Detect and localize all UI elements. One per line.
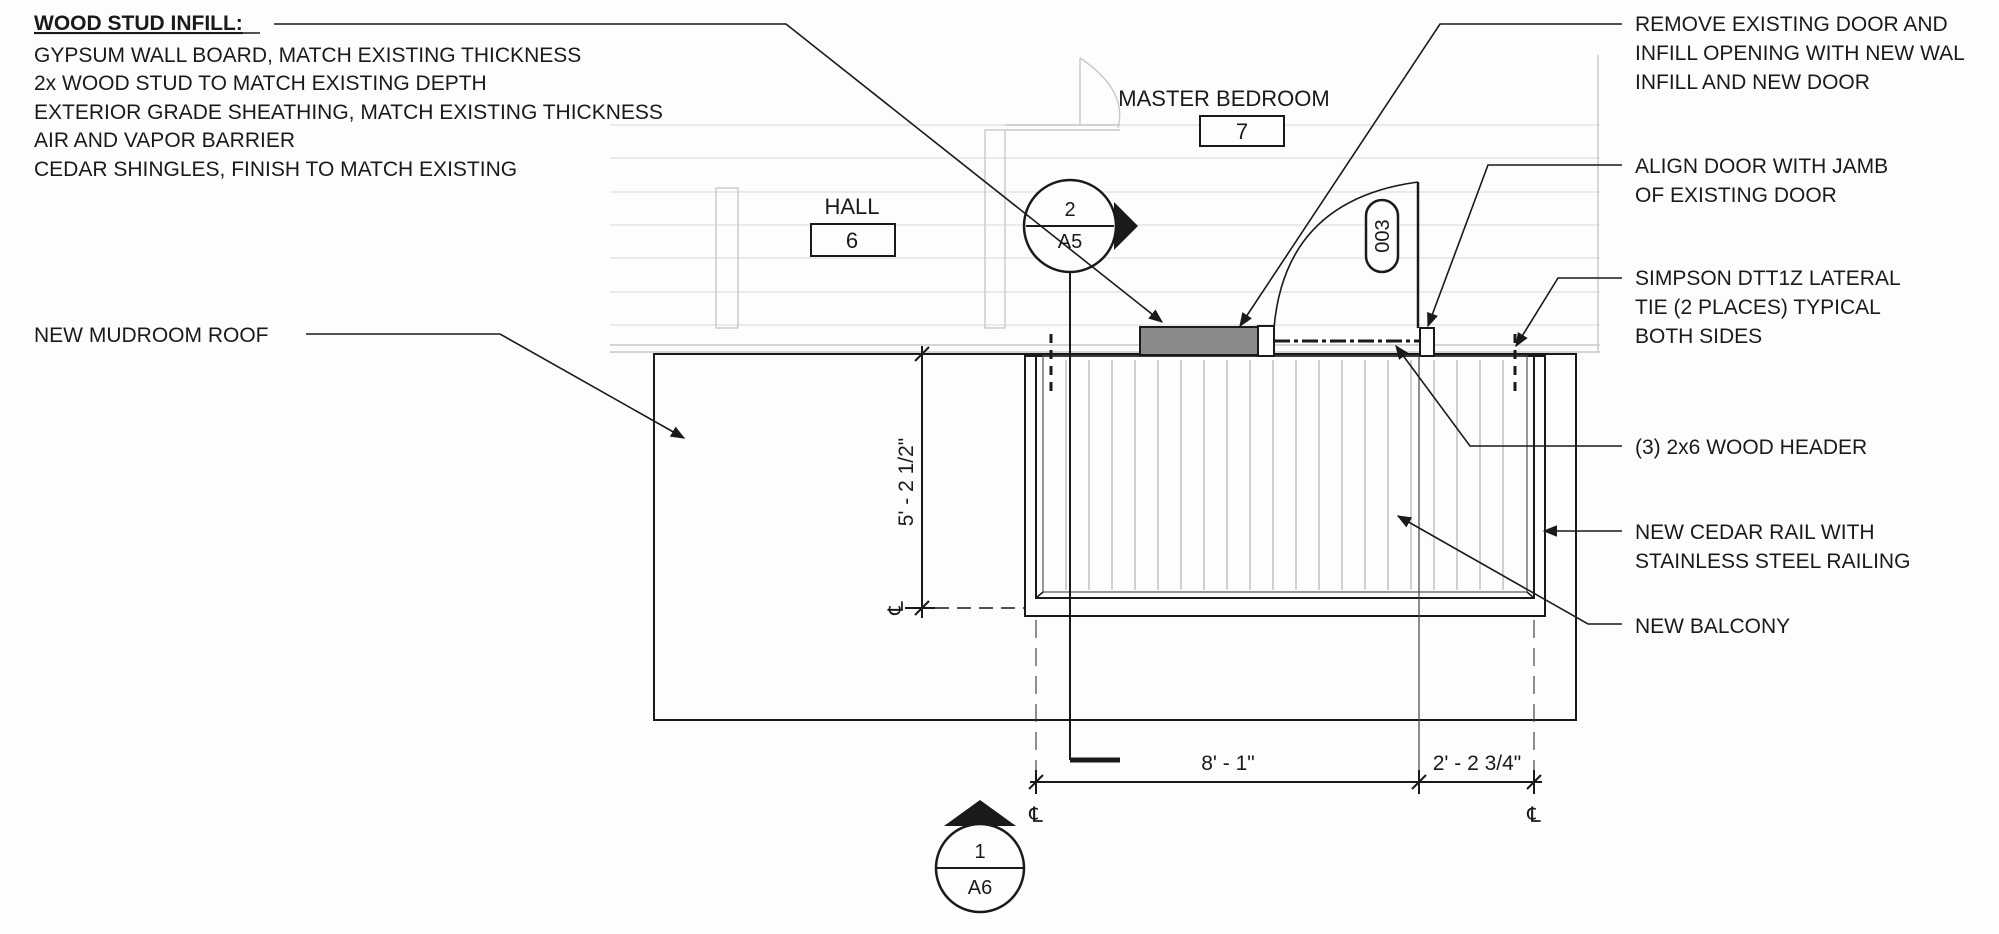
section-top-number: 2 [1064,199,1075,221]
vertical-dimension: 5' - 2 1/2" ℄ [885,346,1025,618]
wood-stud-infill-notes: WOOD STUD INFILL: GYPSUM WALL BOARD, MAT… [34,12,663,181]
section-bottom-number: 1 [974,841,985,863]
vertical-dimension-label: 5' - 2 1/2" [895,438,918,527]
section-bottom-sheet: A6 [968,877,992,899]
note-align-door-1: ALIGN DOOR WITH JAMB [1635,155,1888,178]
note-simpson-1: SIMPSON DTT1Z LATERAL [1635,267,1901,290]
infill-line-4: AIR AND VAPOR BARRIER [34,129,295,152]
mudroom-roof-outline [653,353,1577,721]
room-tag-master-bedroom: MASTER BEDROOM 7 [1118,86,1330,147]
leader-lines [274,23,1622,625]
infill-line-1: GYPSUM WALL BOARD, MATCH EXISTING THICKN… [34,44,581,67]
room-tag-hall: HALL 6 [810,194,896,257]
wood-stud-infill-heading: WOOD STUD INFILL: [34,12,243,35]
master-bedroom-number: 7 [1236,119,1248,144]
existing-house-linework [610,55,1600,353]
door-jamb-left [1257,325,1275,357]
balcony [1024,355,1546,617]
horizontal-dimensions: 8' - 1" 2' - 2 3/4" ℄ ℄ [1028,752,1542,827]
infill-line-3: EXTERIOR GRADE SHEATHING, MATCH EXISTING… [34,101,663,124]
right-notes: REMOVE EXISTING DOOR AND INFILL OPENING … [1635,13,1965,638]
mudroom-roof-note: NEW MUDROOM ROOF [34,324,268,347]
hall-number: 6 [846,228,858,253]
centerline-symbol-right: ℄ [1526,804,1541,827]
door-tag: 003 [1364,198,1400,274]
master-bedroom-name: MASTER BEDROOM [1118,86,1329,111]
note-remove-door-2: INFILL OPENING WITH NEW WAL [1635,42,1965,65]
note-remove-door-1: REMOVE EXISTING DOOR AND [1635,13,1948,36]
note-cedar-rail-1: NEW CEDAR RAIL WITH [1635,521,1875,544]
note-align-door-2: OF EXISTING DOOR [1635,184,1837,207]
centerline-symbol-left: ℄ [1028,804,1043,827]
wood-stud-infill-wall [1139,326,1271,356]
offset-dimension-label: 2' - 2 3/4" [1433,752,1522,775]
note-simpson-3: BOTH SIDES [1635,325,1762,348]
note-balcony: NEW BALCONY [1635,615,1790,638]
door-jamb-right [1419,327,1435,357]
note-cedar-rail-2: STAINLESS STEEL RAILING [1635,550,1910,573]
note-simpson-2: TIE (2 PLACES) TYPICAL [1635,296,1881,319]
infill-line-5: CEDAR SHINGLES, FINISH TO MATCH EXISTING [34,158,517,181]
hall-name: HALL [824,194,879,219]
section-mark-top: 2 A5 [1022,178,1138,763]
note-remove-door-3: INFILL AND NEW DOOR [1635,71,1870,94]
door-tag-label: 003 [1372,219,1394,252]
note-header: (3) 2x6 WOOD HEADER [1635,436,1867,459]
infill-line-2: 2x WOOD STUD TO MATCH EXISTING DEPTH [34,72,487,95]
new-door-swing [1273,181,1419,329]
section-top-sheet: A5 [1058,231,1082,253]
centerline-symbol-dim: ℄ [885,601,908,616]
section-mark-bottom: 1 A6 [934,800,1026,914]
width-dimension-label: 8' - 1" [1201,752,1254,775]
